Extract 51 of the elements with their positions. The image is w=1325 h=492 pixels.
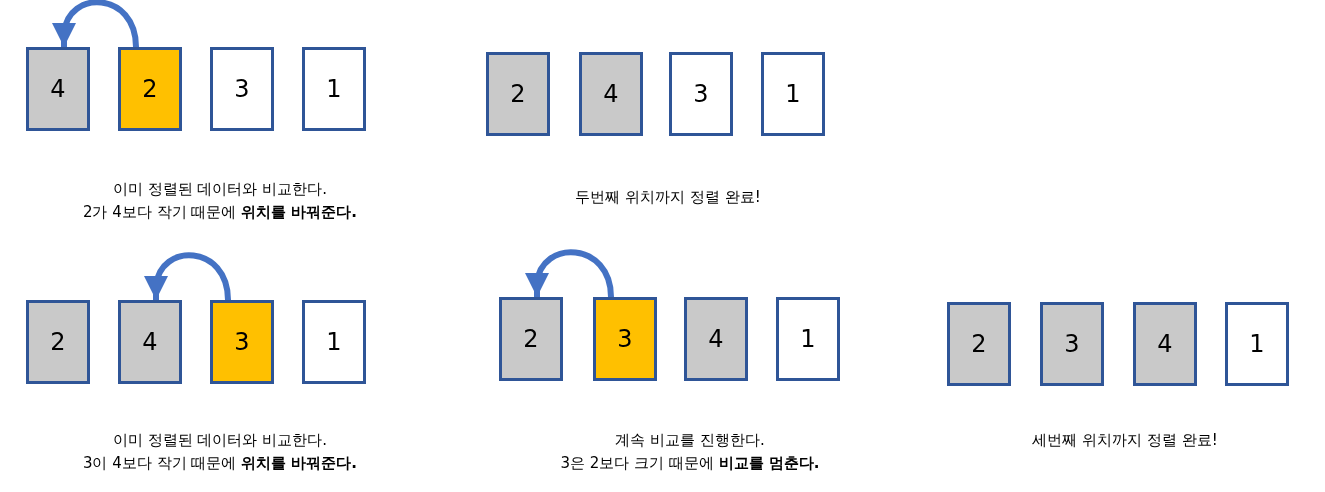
caption-text: 이미 정렬된 데이터와 비교한다. [112,180,328,199]
caption-text: 2가 4보다 작기 때문에 위치를 바꿔준다. [82,203,358,222]
cell-value: 1 [326,328,342,356]
caption-text: 이미 정렬된 데이터와 비교한다. [112,431,328,450]
cell-value: 3 [1064,330,1080,358]
array-cell [776,297,840,381]
cell-value: 1 [326,75,342,103]
caption-text: 세번째 위치까지 정렬 완료! [1032,431,1218,450]
caption-text: 3은 2보다 크기 때문에 비교를 멈춘다. [560,454,820,473]
array-cell [684,297,748,381]
curved-arrow [525,249,614,298]
cell-value: 1 [1249,330,1265,358]
cell-value: 1 [800,325,816,353]
array-cell [499,297,563,381]
cell-value: 4 [1157,330,1173,358]
cell-value: 4 [603,80,619,108]
cell-value: 2 [50,328,66,356]
array-cell [947,302,1011,386]
array-cell [593,297,657,381]
array-cell [302,300,366,384]
array-cell [118,300,182,384]
cell-value: 2 [523,325,539,353]
array-cell [210,47,274,131]
array-cell [486,52,550,136]
array-cell [1040,302,1104,386]
caption-text: 두번째 위치까지 정렬 완료! [575,188,761,207]
array-cell [118,47,182,131]
array-cell [761,52,825,136]
curved-arrow [144,252,231,301]
array-cell [26,47,90,131]
cell-value: 3 [234,75,250,103]
array-cell [579,52,643,136]
array-cell [26,300,90,384]
array-cell [210,300,274,384]
cell-value: 3 [617,325,633,353]
curved-arrow [52,0,139,48]
cell-value: 4 [708,325,724,353]
cell-value: 1 [785,80,801,108]
array-cell [1225,302,1289,386]
array-cell [302,47,366,131]
array-cell [1133,302,1197,386]
cell-value: 4 [50,75,66,103]
cell-value: 4 [142,328,158,356]
array-cell [669,52,733,136]
caption-text: 3이 4보다 작기 때문에 위치를 바꿔준다. [82,454,358,473]
cell-value: 2 [971,330,987,358]
cell-value: 3 [234,328,250,356]
cell-value: 3 [693,80,709,108]
cell-value: 2 [510,80,526,108]
caption-text: 계속 비교를 진행한다. [615,431,765,450]
cell-value: 2 [142,75,158,103]
